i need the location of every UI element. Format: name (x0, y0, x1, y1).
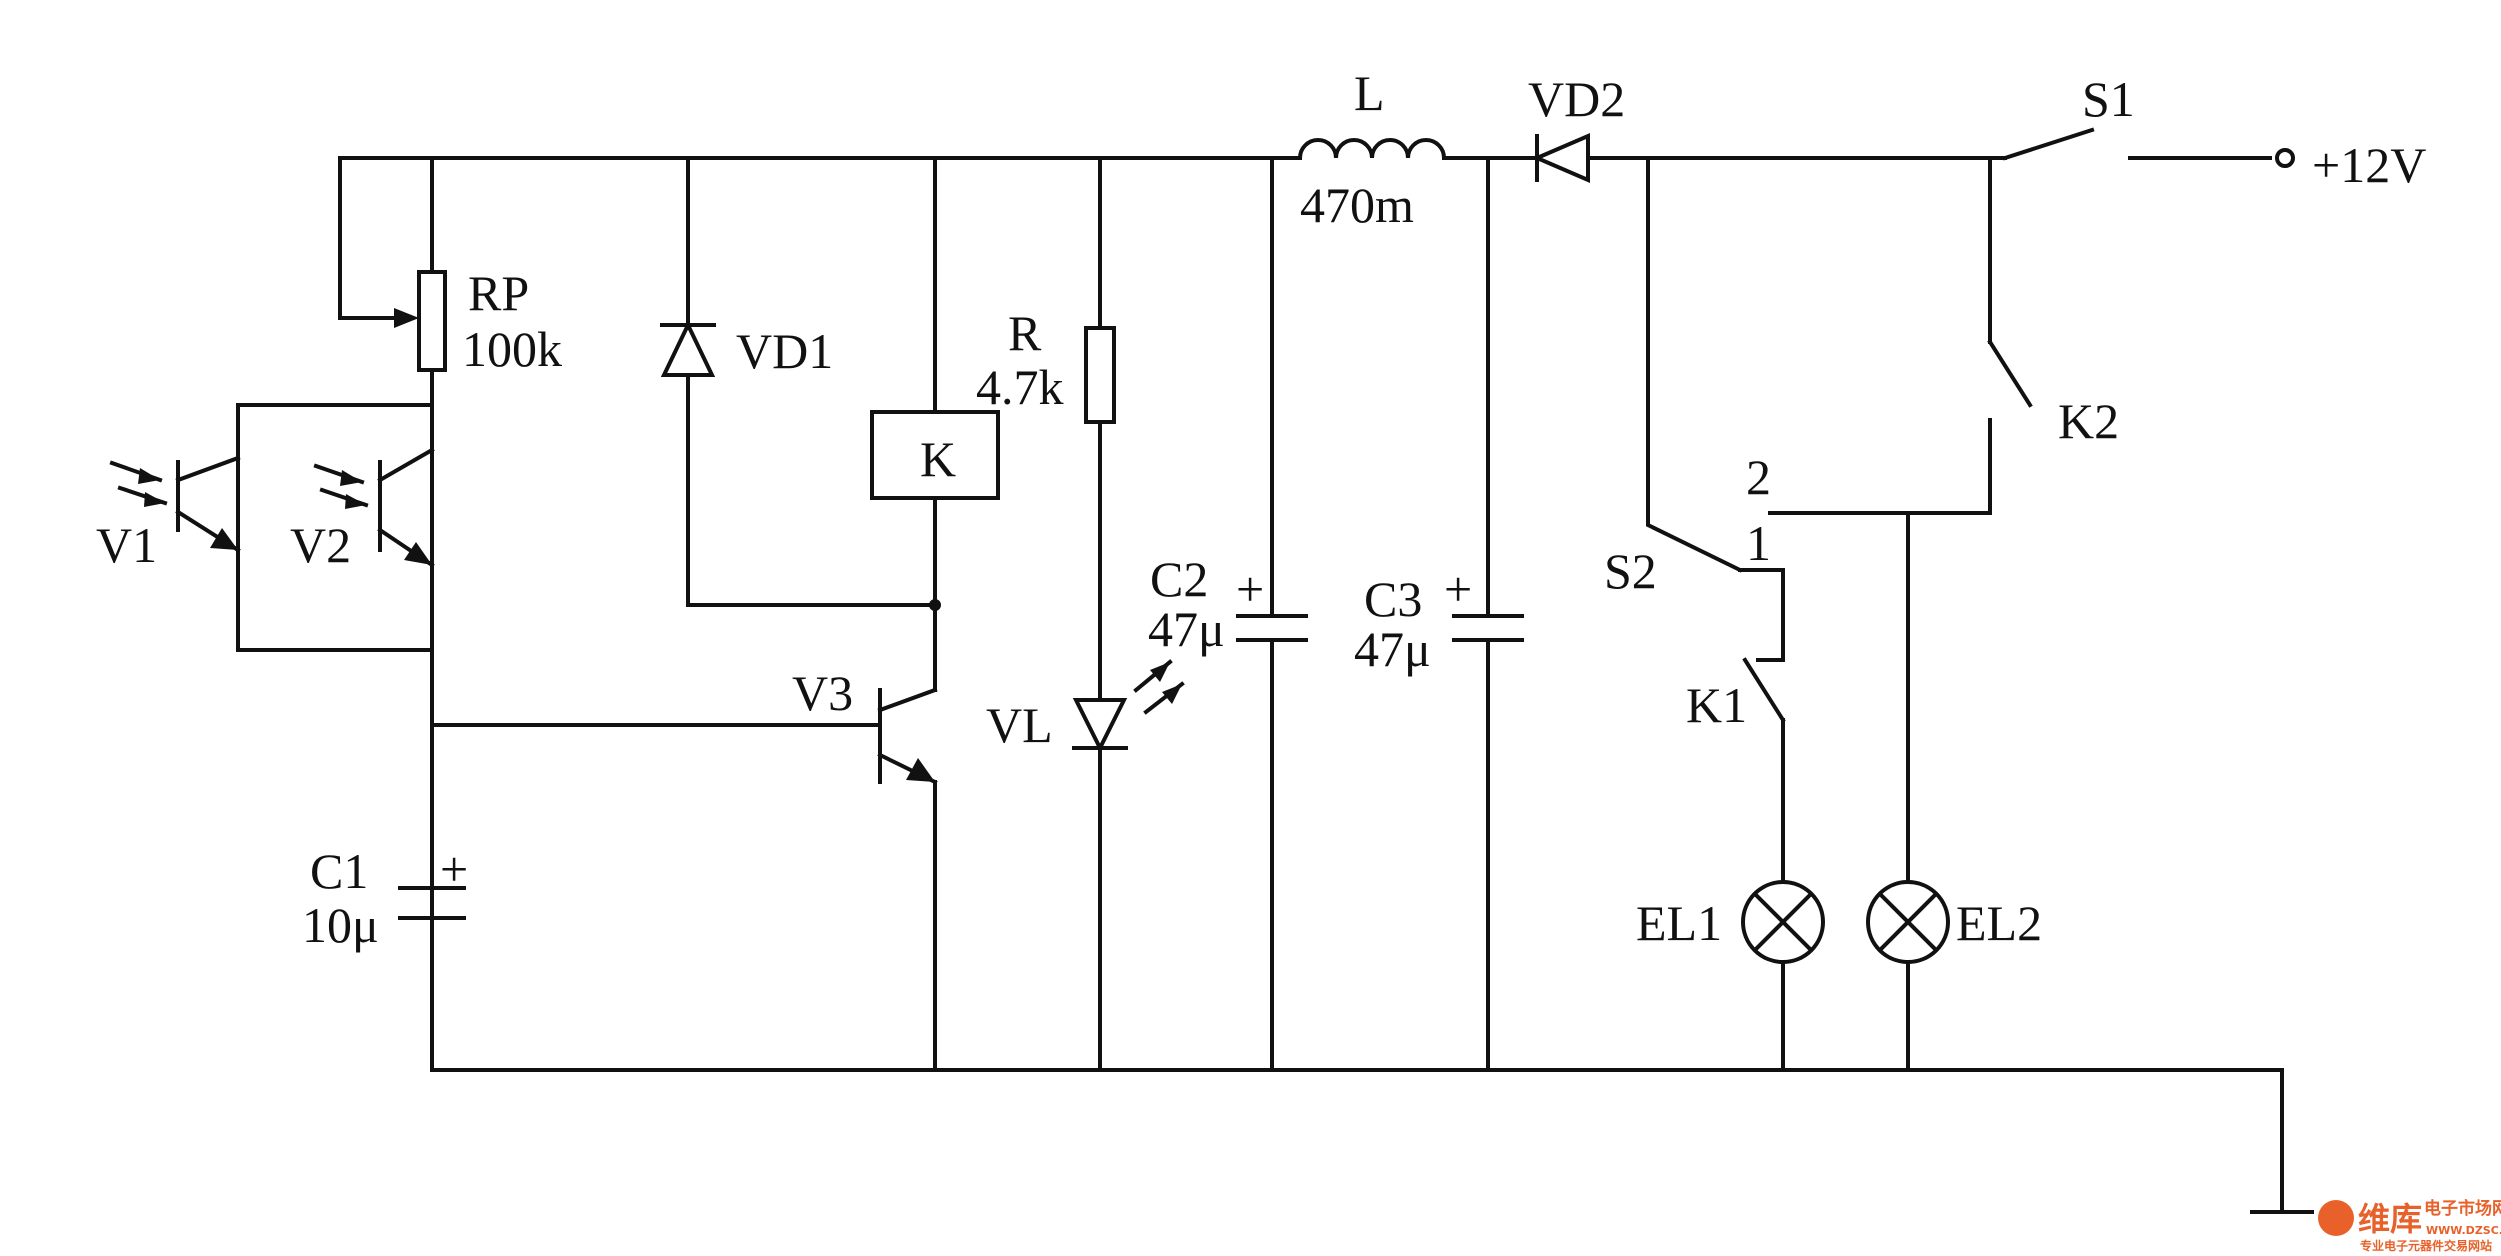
label-rp-value: 100k (462, 321, 562, 377)
diode-vd1 (660, 320, 716, 377)
label-c1-plus: + (440, 841, 468, 897)
capacitor-c3 (1452, 614, 1524, 642)
label-c2: C2 (1150, 551, 1208, 607)
relay-contact-k1 (1742, 657, 1786, 723)
label-c3: C3 (1364, 571, 1422, 627)
label-position-1: 1 (1746, 515, 1771, 571)
label-v2: V2 (290, 517, 351, 573)
wires (236, 156, 2314, 1214)
watermark-logo: 维库 电子市场网 WWW.DZSC.COM 专业电子元器件交易网站 (2318, 1198, 2501, 1253)
label-vd1: VD1 (736, 323, 833, 379)
inductor-l (1297, 138, 1447, 161)
label-k1: K1 (1686, 677, 1747, 733)
label-c2-plus: + (1236, 561, 1264, 617)
light-rays-icon (109, 460, 168, 507)
watermark-slogan: 专业电子元器件交易网站 (2360, 1238, 2492, 1253)
relay-coil-k (870, 410, 1000, 500)
switch-s1 (2002, 127, 2295, 168)
label-l-value: 470m (1300, 177, 1414, 233)
lamp-el1 (1741, 880, 1825, 964)
label-c1: C1 (310, 843, 368, 899)
watermark-url: WWW.DZSC.COM (2426, 1224, 2501, 1237)
lamp-el2 (1866, 880, 1950, 964)
logo-icon (2318, 1200, 2354, 1236)
label-c1-value: 10μ (302, 897, 379, 953)
relay-contact-k2 (1987, 339, 2033, 408)
capacitor-c1 (398, 886, 466, 920)
label-v3: V3 (792, 665, 853, 721)
label-r-value: 4.7k (976, 359, 1064, 415)
label-l: L (1354, 65, 1385, 121)
label-vd2: VD2 (1528, 71, 1625, 127)
label-c2-value: 47μ (1148, 601, 1225, 657)
junction-dot (929, 599, 941, 611)
label-s1: S1 (2082, 71, 2135, 127)
label-k2: K2 (2058, 393, 2119, 449)
resistor-r (1084, 326, 1116, 424)
label-el1: EL1 (1636, 895, 1722, 951)
label-position-2: 2 (1746, 449, 1771, 505)
label-c3-value: 47μ (1354, 621, 1431, 677)
transistor-v3 (877, 687, 938, 785)
label-v1: V1 (96, 517, 157, 573)
emitted-light-icon (1133, 659, 1185, 715)
label-el2: EL2 (1956, 895, 2042, 951)
label-supply: +12V (2312, 137, 2426, 193)
watermark-brand: 维库 (2358, 1200, 2422, 1238)
diode-vd2 (1531, 132, 1590, 184)
capacitor-c2 (1236, 614, 1308, 642)
label-c3-plus: + (1444, 561, 1472, 617)
labels: RP 100k V1 V2 VD1 K R 4.7k V3 VL C1 10μ … (96, 65, 2426, 953)
label-rp: RP (468, 265, 529, 321)
potentiometer-rp (394, 270, 447, 372)
light-rays-icon (313, 463, 369, 509)
label-r: R (1008, 305, 1042, 361)
led-vl (1072, 659, 1185, 753)
label-vl: VL (986, 697, 1053, 753)
phototransistor-v2 (313, 447, 435, 568)
watermark-name: 电子市场网 (2424, 1198, 2501, 1219)
label-relay-k: K (920, 431, 956, 487)
phototransistor-v1 (109, 455, 241, 553)
label-s2: S2 (1604, 543, 1657, 599)
